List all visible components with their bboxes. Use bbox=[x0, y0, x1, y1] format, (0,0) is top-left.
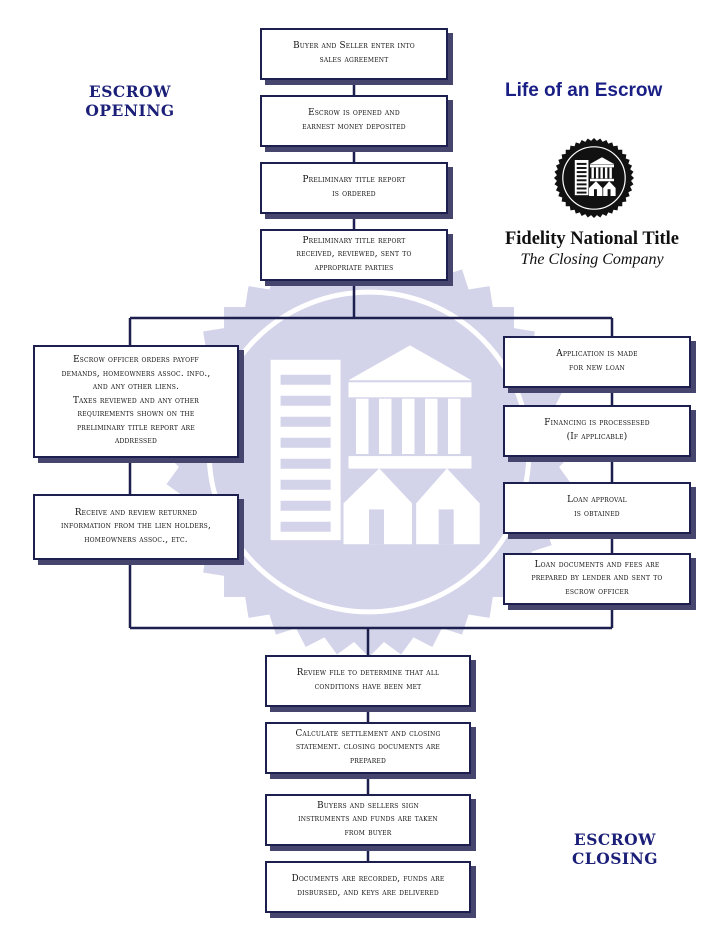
building-seal-watermark bbox=[164, 247, 574, 657]
step-sign-instruments: Buyers and sellers sign instruments and … bbox=[265, 794, 471, 846]
step-loan-documents: Loan documents and fees are prepared by … bbox=[503, 553, 691, 605]
step-loan-application: Application is made for new loan bbox=[503, 336, 691, 388]
step-review-file: Review file to determine that all condit… bbox=[265, 655, 471, 707]
company-tagline: The Closing Company bbox=[520, 251, 664, 268]
step-sales-agreement: Buyer and Seller enter into sales agreem… bbox=[260, 28, 448, 80]
phase-label-opening: ESCROW OPENING bbox=[85, 82, 175, 120]
step-calculate-settlement: Calculate settlement and closing stateme… bbox=[265, 722, 471, 774]
step-loan-approval: Loan approval is obtained bbox=[503, 482, 691, 534]
step-title-report-received: Preliminary title report received, revie… bbox=[260, 229, 448, 281]
step-title-report-ordered: Preliminary title report is ordered bbox=[260, 162, 448, 214]
step-payoff-demands: Escrow officer orders payoff demands, ho… bbox=[33, 345, 239, 458]
building-seal-icon bbox=[554, 138, 634, 218]
page-title: Life of an Escrow bbox=[505, 80, 663, 101]
step-review-lien-info: Receive and review returned information … bbox=[33, 494, 239, 560]
company-name: Fidelity National Title bbox=[504, 229, 680, 249]
step-documents-recorded: Documents are recorded, funds are disbur… bbox=[265, 861, 471, 913]
step-escrow-opened: Escrow is opened and earnest money depos… bbox=[260, 95, 448, 147]
step-financing-processed: Financing is processesed (If applicable) bbox=[503, 405, 691, 457]
phase-label-closing: ESCROW CLOSING bbox=[571, 830, 659, 868]
